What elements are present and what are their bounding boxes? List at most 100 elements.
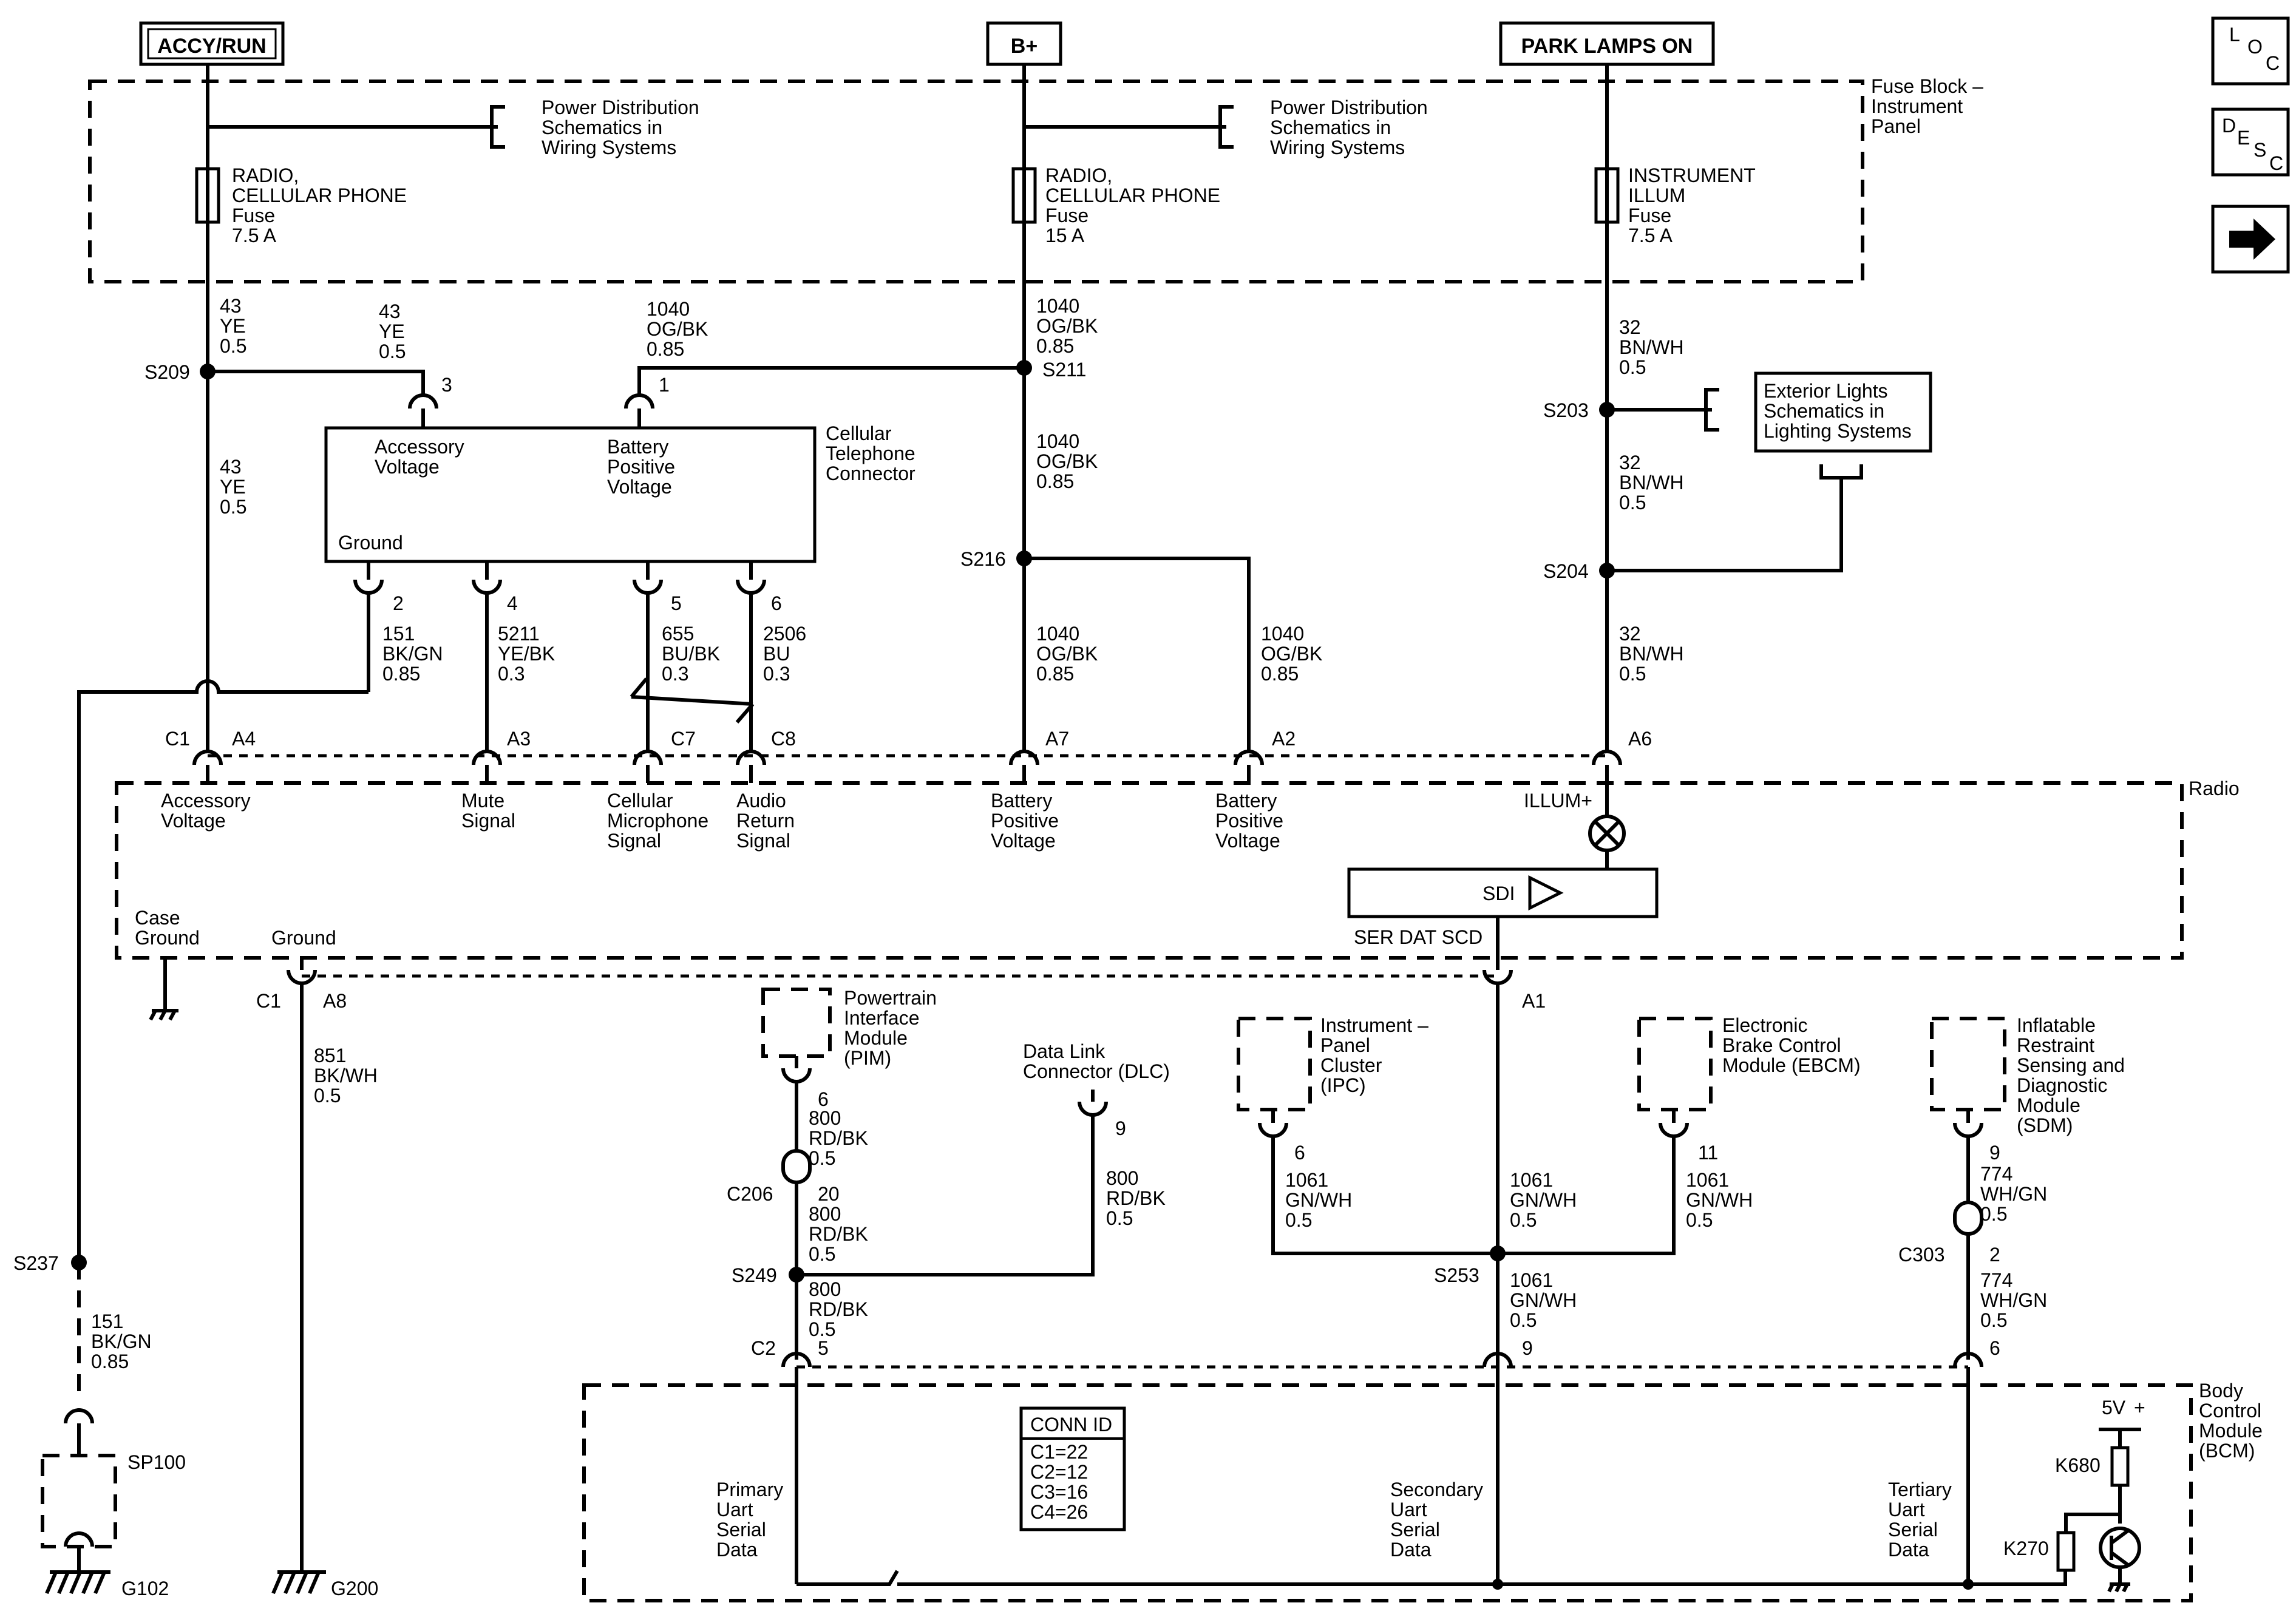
svg-text:Uart: Uart [716,1499,753,1520]
wire-43-to-cell-pin3 [208,370,425,395]
svg-text:5: 5 [818,1337,829,1359]
wire-32-bnwh-lower: 32 BN/WH 0.5 [1619,623,1684,685]
splice-s216-label: S216 [960,548,1006,570]
bcm-secondary-uart: Secondary Uart Serial Data [1390,1479,1483,1561]
svg-text:BN/WH: BN/WH [1619,336,1684,358]
svg-text:0.85: 0.85 [1261,663,1299,685]
svg-text:Uart: Uart [1390,1499,1427,1520]
svg-text:5V: 5V [2102,1397,2126,1419]
svg-text:Cellular: Cellular [826,422,892,444]
svg-text:WH/GN: WH/GN [1980,1183,2047,1205]
svg-text:S: S [2254,139,2266,161]
svg-text:+: + [2134,1397,2145,1419]
c303-label: C303 [1898,1244,1945,1266]
svg-text:Instrument: Instrument [1871,95,1963,117]
svg-text:BK/GN: BK/GN [91,1331,152,1352]
svg-text:INSTRUMENT: INSTRUMENT [1628,164,1756,186]
svg-text:GN/WH: GN/WH [1686,1189,1753,1211]
wire-1040-lower-a2: 1040 OG/BK 0.85 [1261,623,1322,685]
sdm-module [1930,1017,2006,1111]
svg-text:A8: A8 [323,990,347,1012]
desc-button[interactable]: D E S C [2211,107,2290,177]
svg-text:15 A: 15 A [1045,225,1085,246]
next-page-button[interactable] [2211,205,2290,274]
svg-text:C2=12: C2=12 [1030,1461,1088,1483]
wire-151-bkgn-lower: 151 BK/GN 0.85 [91,1310,152,1372]
svg-text:C7: C7 [671,728,696,750]
radio-outline [115,781,2184,960]
svg-text:C1: C1 [256,990,281,1012]
wire-851-bkwh: 851 BK/WH 0.5 [314,1045,378,1107]
cell-pin-4-label: 4 [507,592,518,614]
svg-text:32: 32 [1619,316,1641,338]
wire-1040-lower-a7: 1040 OG/BK 0.85 [1036,623,1098,685]
svg-text:Accessory: Accessory [161,790,251,812]
svg-text:1061: 1061 [1510,1169,1553,1191]
accy-run-feed: ACCY/RUN [139,21,285,66]
svg-text:Fuse: Fuse [1628,205,1671,226]
wire-1040-to-a2 [1024,557,1251,751]
c206-connector [781,1149,812,1184]
svg-text:(BCM): (BCM) [2199,1440,2255,1462]
wire-43-ye-branch: 43 YE 0.5 [379,300,406,362]
svg-text:Panel: Panel [1871,115,1921,137]
svg-text:0.5: 0.5 [1106,1207,1133,1229]
fuse-instrument-illum: INSTRUMENT ILLUM Fuse 7.5 A [1594,164,1756,246]
svg-text:O: O [2247,36,2263,58]
svg-text:A1: A1 [1522,990,1546,1012]
svg-text:0.85: 0.85 [1036,335,1074,357]
svg-text:0.85: 0.85 [91,1351,129,1372]
sdi-triangle-icon [1528,875,1564,911]
splice-s204-label: S204 [1543,560,1589,582]
svg-text:0.5: 0.5 [809,1147,835,1169]
wire-800-to-dlc [796,1114,1095,1276]
cell-pin-6-label: 6 [771,592,782,614]
svg-text:0.5: 0.5 [1510,1309,1537,1331]
svg-text:Fuse: Fuse [232,205,275,226]
svg-text:OG/BK: OG/BK [647,318,708,340]
radio-ground-label: Ground [271,927,336,949]
radio-accessory-voltage: Accessory Voltage [161,790,251,832]
svg-text:Module: Module [844,1027,908,1049]
bcm-5v-supply: 5V + [2099,1397,2145,1448]
c303-connector [1953,1201,1983,1236]
svg-text:Signal: Signal [461,810,515,832]
svg-text:Battery: Battery [991,790,1052,812]
dlc-terminal [1078,1101,1108,1117]
svg-text:Voltage: Voltage [375,456,440,478]
bcm-title: Body Control Module (BCM) [2199,1380,2263,1462]
radio-battery-positive-voltage-a7: Battery Positive Voltage [991,790,1059,852]
svg-text:A3: A3 [507,728,531,750]
b-plus-feed: B+ [986,21,1062,66]
svg-text:A7: A7 [1045,728,1069,750]
svg-text:Voltage: Voltage [161,810,226,832]
svg-text:1061: 1061 [1285,1169,1328,1191]
wire-1061-gnwh-lower: 1061 GN/WH 0.5 [1510,1269,1577,1331]
svg-text:774: 774 [1980,1163,2012,1185]
svg-text:Lighting Systems: Lighting Systems [1764,420,1912,442]
svg-text:ILLUM: ILLUM [1628,185,1685,206]
twisted-pair-marker [631,695,753,706]
svg-text:0.3: 0.3 [763,663,790,685]
loc-button[interactable]: L O C [2211,16,2290,86]
c206-pin-label: 20 [818,1183,840,1205]
bcm-outline [582,1383,2193,1602]
svg-text:1040: 1040 [1036,623,1079,645]
svg-text:Cluster: Cluster [1320,1054,1382,1076]
svg-text:C1=22: C1=22 [1030,1441,1088,1463]
svg-text:YE: YE [220,315,246,337]
svg-text:Mute: Mute [461,790,504,812]
k680-resistor: K680 [2055,1446,2130,1487]
dlc-pin-label: 9 [1115,1117,1126,1139]
svg-text:655: 655 [662,623,694,645]
svg-text:RD/BK: RD/BK [1106,1187,1166,1209]
wire-32-bnwh-mid: 32 BN/WH 0.5 [1619,452,1684,514]
svg-text:0.85: 0.85 [1036,470,1074,492]
ebcm-pin-label: 11 [1698,1142,1718,1164]
svg-text:Audio: Audio [736,790,786,812]
svg-text:Data: Data [1390,1539,1432,1561]
svg-text:Fuse Block –: Fuse Block – [1871,75,1983,97]
svg-text:Data: Data [1888,1539,1929,1561]
svg-text:OG/BK: OG/BK [1036,315,1098,337]
svg-text:RD/BK: RD/BK [809,1298,868,1320]
